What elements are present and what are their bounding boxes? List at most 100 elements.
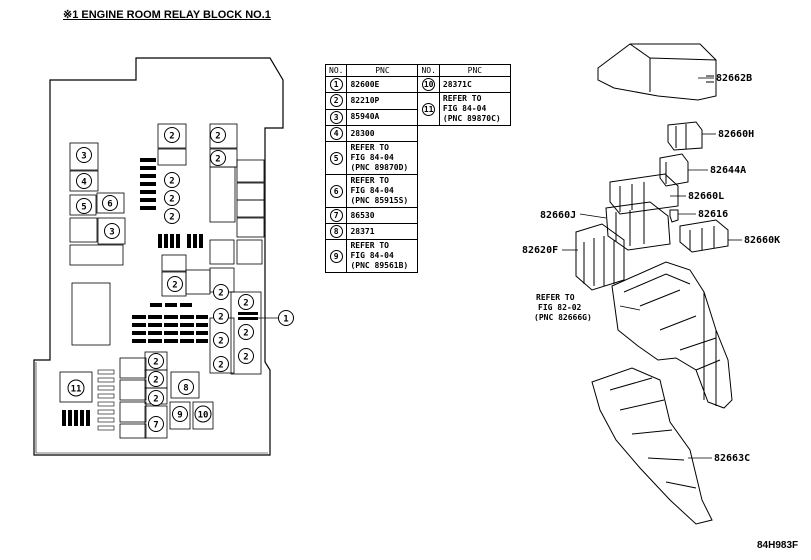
- table-row: 5 REFER TO FIG 84-04 (PNC 89870D): [324, 141, 511, 175]
- fuse-box: [236, 182, 265, 201]
- fuse-box: [97, 217, 126, 245]
- row-number: 6: [329, 184, 343, 198]
- svg-text:2: 2: [243, 299, 248, 309]
- pnc-value: (PNC 85915S): [350, 196, 409, 205]
- fuse-box: [161, 254, 187, 272]
- fuse-box: [119, 401, 147, 423]
- pnc-value: REFER TO: [350, 241, 389, 250]
- fuse-box: [169, 401, 191, 430]
- fuse-box: [69, 244, 124, 266]
- callout-5: 5: [76, 198, 92, 214]
- exploded-parts-view: 82662B 82660H 82644A 82660L 82660J 82616…: [522, 43, 780, 525]
- svg-text:2: 2: [153, 358, 158, 368]
- large-relay-slot: [71, 282, 111, 346]
- fuse-box: [119, 423, 147, 439]
- callout-2: 2: [164, 208, 180, 224]
- fuse-box: [209, 239, 235, 265]
- svg-text:3: 3: [81, 152, 86, 162]
- callout-group: 3 4 5 6 3 2 2 2 2 2 2 2 2 2 2 2 2 2 2 1 …: [67, 127, 294, 432]
- fuse-box: [170, 371, 200, 399]
- svg-text:2: 2: [153, 376, 158, 386]
- callout-3: 3: [76, 147, 92, 163]
- header-pnc: PNC: [438, 64, 511, 77]
- pnc-value: FIG 84-04: [350, 153, 394, 162]
- part-label-82663c: 82663C: [714, 453, 750, 464]
- table-row: 8 28371: [324, 223, 511, 240]
- refer-label: FIG 82-02: [538, 303, 582, 312]
- callout-4: 4: [76, 173, 92, 189]
- callout-2: 2: [164, 190, 180, 206]
- pnc-value: 82600E: [350, 79, 380, 89]
- fuse-box: [209, 123, 238, 149]
- svg-text:2: 2: [218, 337, 223, 347]
- callout-2: 2: [238, 294, 254, 310]
- svg-text:2: 2: [215, 155, 220, 165]
- callout-2: 2: [238, 324, 254, 340]
- lower-case-82663c: [591, 367, 713, 525]
- fuse-box: [69, 170, 99, 192]
- callout-2: 2: [148, 371, 164, 387]
- refer-label: REFER TO: [536, 293, 575, 302]
- pnc-value: REFER TO: [350, 176, 389, 185]
- connector-82660j: [605, 201, 671, 251]
- row-number: 10: [422, 78, 436, 91]
- pnc-value: FIG 84-04: [350, 186, 394, 195]
- refer-label: (PNC 82666G): [534, 313, 592, 322]
- svg-text:4: 4: [81, 178, 87, 188]
- svg-text:6: 6: [107, 200, 112, 210]
- callout-10: 10: [194, 405, 212, 423]
- relay-block-body: [611, 261, 733, 409]
- fuse-box: [236, 239, 263, 265]
- row-number: 5: [329, 151, 343, 165]
- callout-8: 8: [178, 379, 194, 395]
- row-number: 2: [329, 94, 343, 108]
- pnc-value: REFER TO: [442, 94, 482, 103]
- row-number: 1: [329, 78, 343, 91]
- fuse-box: [185, 269, 211, 295]
- callout-7: 7: [148, 416, 164, 432]
- row-number: 7: [329, 209, 343, 222]
- svg-text:2: 2: [218, 361, 223, 371]
- svg-text:2: 2: [218, 289, 223, 299]
- table-row: 7 86530: [324, 207, 511, 224]
- svg-text:11: 11: [71, 385, 82, 395]
- svg-text:2: 2: [153, 395, 158, 405]
- part-label-82660k: 82660K: [744, 235, 780, 246]
- fuse-bar-rows: [132, 303, 208, 343]
- table-header-row: NO. PNC NO. PNC: [324, 64, 511, 77]
- callout-6: 6: [102, 195, 118, 211]
- diagram-title: ※1 ENGINE ROOM RELAY BLOCK NO.1: [63, 9, 271, 21]
- pnc-value: REFER TO: [350, 143, 389, 152]
- header-pnc: PNC: [346, 64, 419, 77]
- callout-2: 2: [148, 353, 164, 369]
- svg-text:2: 2: [243, 353, 248, 363]
- part-label-82660h: 82660H: [718, 129, 754, 140]
- pnc-value: 28371: [350, 226, 375, 236]
- pin-82616: [669, 209, 679, 223]
- header-no: NO.: [417, 64, 440, 77]
- fuse-box: [96, 192, 125, 214]
- callout-2: 2: [213, 356, 229, 372]
- callout-3: 3: [104, 223, 120, 239]
- pnc-value: 82210P: [350, 95, 380, 105]
- pnc-value: (PNC 89870C): [442, 114, 501, 123]
- callout-2: 2: [213, 308, 229, 324]
- svg-text:2: 2: [169, 177, 174, 187]
- fuse-box: [69, 217, 98, 243]
- relay-block-inner-outline: [35, 362, 268, 454]
- callout-2: 2: [210, 127, 226, 143]
- connector-82660l: [609, 173, 679, 215]
- svg-text:2: 2: [169, 213, 174, 223]
- fuse-box: [119, 379, 147, 401]
- svg-text:2: 2: [169, 195, 174, 205]
- callout-2: 2: [148, 390, 164, 406]
- svg-text:2: 2: [169, 132, 174, 142]
- pnc-value: FIG 84-04: [442, 104, 487, 113]
- pnc-value: 28300: [350, 128, 375, 138]
- svg-text:2: 2: [243, 329, 248, 339]
- pnc-value: FIG 84-04: [350, 251, 394, 260]
- part-label-82662b: 82662B: [716, 73, 752, 84]
- pnc-value: (PNC 89561B): [350, 261, 409, 270]
- svg-text:9: 9: [177, 411, 182, 421]
